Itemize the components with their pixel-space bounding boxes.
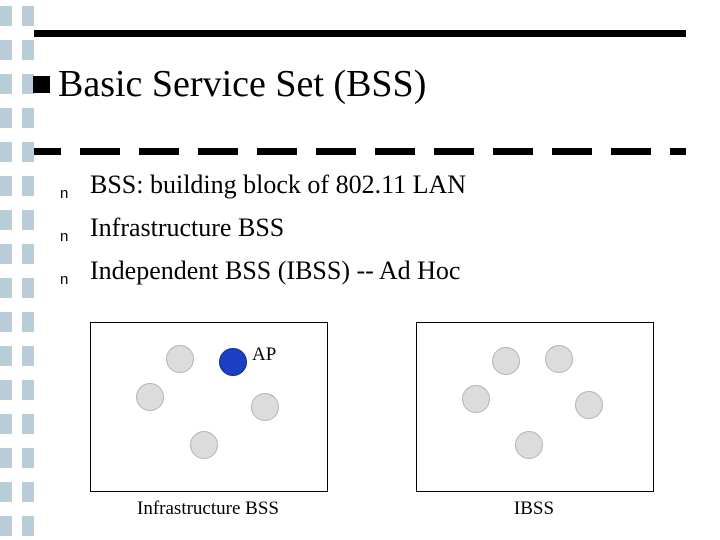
dash-segment <box>198 148 238 155</box>
diagram-infrastructure-bss: AP <box>90 322 328 492</box>
bullet-marker-icon: n <box>60 185 69 202</box>
dash-segment <box>670 148 686 155</box>
station-node <box>251 393 279 421</box>
top-rule <box>34 30 686 37</box>
title-bullet-square <box>33 76 50 93</box>
station-node <box>545 345 573 373</box>
diagram-caption-left: Infrastructure BSS <box>137 498 279 519</box>
access-point-node <box>219 348 247 376</box>
dashed-rule <box>34 148 686 155</box>
station-node <box>190 431 218 459</box>
ap-label: AP <box>252 344 277 365</box>
stripe-divider <box>12 0 22 540</box>
dash-segment <box>34 148 61 155</box>
dash-segment <box>257 148 297 155</box>
list-item: n BSS: building block of 802.11 LAN <box>60 170 680 213</box>
list-item: n Independent BSS (IBSS) -- Ad Hoc <box>60 256 680 299</box>
dash-segment <box>552 148 592 155</box>
dash-segment <box>611 148 651 155</box>
bullet-marker-icon: n <box>60 228 69 245</box>
diagram-ibss <box>416 322 654 492</box>
station-node <box>462 385 490 413</box>
dash-segment <box>316 148 356 155</box>
bullet-list: n BSS: building block of 802.11 LAN n In… <box>60 170 680 299</box>
dash-segment <box>139 148 179 155</box>
station-node <box>492 347 520 375</box>
list-item: n Infrastructure BSS <box>60 213 680 256</box>
list-item-text: Independent BSS (IBSS) -- Ad Hoc <box>90 256 461 285</box>
list-item-text: Infrastructure BSS <box>90 213 285 242</box>
left-decorative-stripe <box>0 0 34 540</box>
station-node <box>575 391 603 419</box>
dash-segment <box>80 148 120 155</box>
dash-segment <box>493 148 533 155</box>
dash-segment <box>434 148 474 155</box>
dash-segment <box>375 148 415 155</box>
station-node <box>515 431 543 459</box>
page-title: Basic Service Set (BSS) <box>58 63 427 105</box>
diagram-caption-right: IBSS <box>513 498 555 519</box>
station-node <box>166 345 194 373</box>
station-node <box>136 383 164 411</box>
bullet-marker-icon: n <box>60 271 69 288</box>
list-item-text: BSS: building block of 802.11 LAN <box>90 170 467 199</box>
